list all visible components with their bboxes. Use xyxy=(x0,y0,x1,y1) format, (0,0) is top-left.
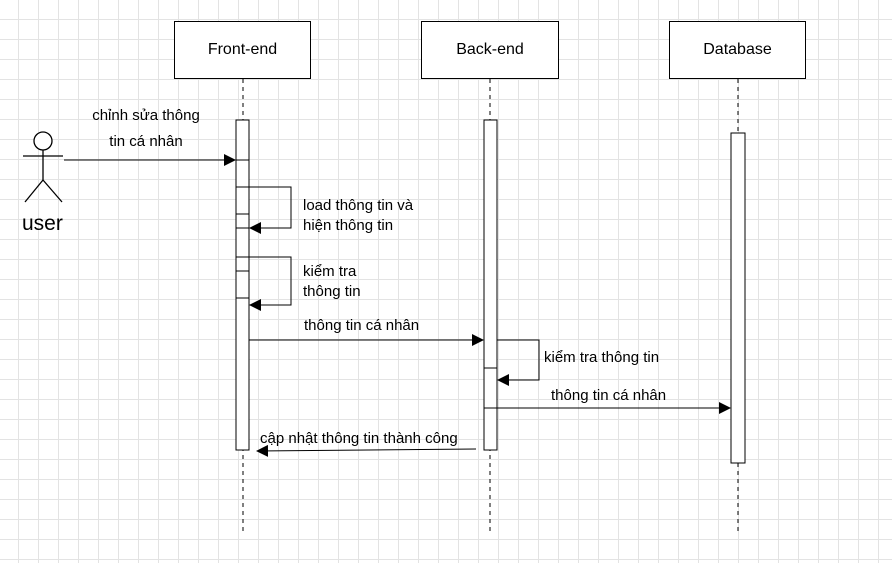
message-2-label-line2: hiện thông tin xyxy=(303,217,394,234)
frontend-self-activation-2 xyxy=(235,256,250,272)
database-activation xyxy=(730,132,746,464)
message-6-label: thông tin cá nhân xyxy=(551,387,667,404)
participant-backend: Back-end xyxy=(421,21,559,79)
message-5-arrow xyxy=(497,339,540,386)
user-actor-icon xyxy=(23,131,63,203)
frontend-activation xyxy=(235,119,250,451)
participant-frontend: Front-end xyxy=(174,21,311,79)
message-5-label: kiểm tra thông tin xyxy=(544,349,660,366)
message-3-arrow xyxy=(249,256,292,311)
participant-database: Database xyxy=(669,21,806,79)
frontend-self-activation-1 xyxy=(235,186,250,215)
message-7-arrow xyxy=(256,444,477,457)
message-4-label: thông tin cá nhân xyxy=(304,317,420,334)
actor-label: user xyxy=(22,212,63,235)
message-3-label-line1: kiểm tra xyxy=(303,263,357,280)
message-1-label-line2: tin cá nhân xyxy=(109,133,183,150)
backend-self-activation xyxy=(483,367,498,409)
message-3-label-line2: thông tin xyxy=(303,283,361,300)
message-2-arrow xyxy=(249,186,292,234)
message-7-label: cập nhật thông tin thành công xyxy=(260,430,458,447)
message-1-label-line1: chỉnh sửa thông xyxy=(92,107,200,124)
message-2-label-line1: load thông tin và xyxy=(303,197,414,214)
